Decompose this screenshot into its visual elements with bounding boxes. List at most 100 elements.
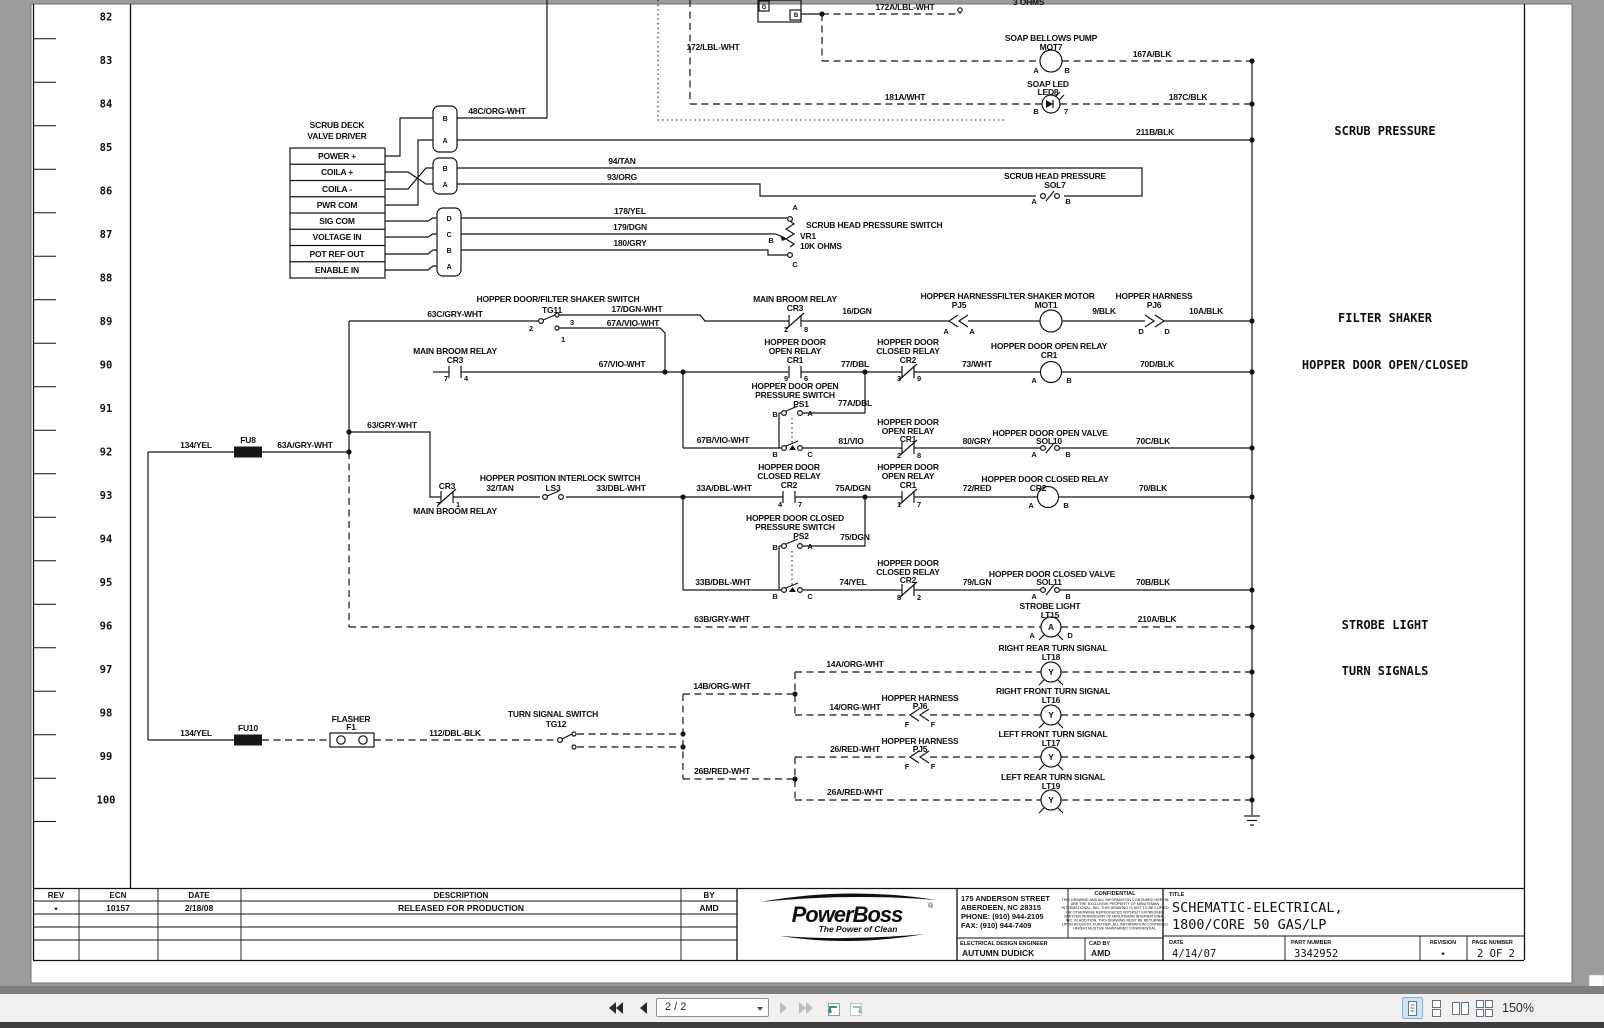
junction-dot [1249, 137, 1255, 143]
zone-number: 95 [100, 577, 113, 589]
zone-number: 82 [100, 12, 113, 24]
schematic-label: 26B/RED-WHT [694, 766, 751, 776]
schematic-label: 2 [897, 451, 901, 460]
schematic-label: A [1031, 197, 1037, 206]
logo-swoosh-top [760, 893, 936, 902]
schematic-label: 81/VIO [838, 436, 864, 446]
zone-number: 88 [100, 273, 113, 285]
schematic-label: A [943, 327, 949, 336]
wire [559, 314, 789, 322]
schematic-label: 179/DGN [613, 222, 647, 232]
schematic-label: A [807, 542, 813, 551]
lamp-letter: Y [1048, 710, 1054, 720]
schematic-label: B [772, 592, 778, 601]
schematic-label: 9 [917, 374, 921, 383]
schematic-label: 73/WHT [962, 359, 993, 369]
zone-number: 94 [100, 534, 113, 546]
page-dropdown-icon[interactable] [757, 1007, 763, 1011]
schematic-label: A [792, 203, 798, 212]
layout-continuous-facing-button[interactable] [1474, 997, 1495, 1019]
schematic-label: CR1 [900, 434, 917, 444]
schematic-label: 94/TAN [608, 156, 636, 166]
schematic-label: SCRUB DECK [310, 120, 366, 130]
junction-dot [1249, 58, 1255, 64]
schematic-label: SOL10 [1036, 436, 1062, 446]
engineer-label: ELECTRICAL DESIGN ENGINEER [960, 941, 1048, 947]
address-line-2: ABERDEEN, NC 28315 [961, 903, 1041, 912]
schematic-label: SOL7 [1044, 180, 1066, 190]
schematic-label: LT19 [1042, 781, 1061, 791]
previous-view-button[interactable] [822, 998, 844, 1018]
page-number-value: 2 OF 2 [1477, 948, 1515, 960]
previous-page-button[interactable] [632, 998, 654, 1018]
revision-table: REV ECN DATE DESCRIPTION BY * 10157 2/18… [33, 888, 738, 960]
wire [559, 327, 666, 372]
next-view-button[interactable] [846, 998, 868, 1018]
schematic-label: SCRUB HEAD PRESSURE SWITCH [806, 220, 943, 230]
zone-number: 83 [100, 55, 113, 67]
junction-dot [1249, 624, 1255, 630]
logo-tagline: The Power of Clean [819, 924, 898, 934]
first-page-button[interactable] [604, 998, 626, 1018]
schematic-label: COILA + [321, 167, 353, 177]
layout-continuous-button[interactable] [1426, 997, 1447, 1019]
schematic-label: B [1066, 376, 1072, 385]
junction-dot [1249, 712, 1255, 718]
scrollbar-corner[interactable] [1588, 974, 1604, 988]
schematic-label: 70B/BLK [1136, 577, 1171, 587]
schematic-label: TURN SIGNAL SWITCH [508, 709, 598, 719]
schematic-label: F [931, 762, 936, 771]
schematic-label: C [807, 592, 813, 601]
page-number-input[interactable]: 2 / 2 [656, 998, 769, 1017]
schematic-label: 7 [798, 500, 802, 509]
wire [657, 0, 1007, 121]
schematic-label: B [772, 410, 778, 419]
layout-single-page-button[interactable] [1402, 997, 1423, 1019]
schematic-label: 70D/BLK [1140, 359, 1175, 369]
junction-dot [680, 369, 686, 375]
chevL-symbol [908, 750, 930, 764]
schematic-label: 14/ORG-WHT [829, 702, 881, 712]
wire [385, 249, 437, 255]
schematic-label: A [969, 327, 975, 336]
schematic-label: 17/DGN-WHT [612, 304, 664, 314]
schematic-label: 8 [897, 593, 901, 602]
layout-facing-button[interactable] [1450, 997, 1471, 1019]
schematic-label: SOL11 [1036, 577, 1062, 587]
address-line-3: PHONE: (910) 944-2105 [961, 912, 1044, 921]
schematic-label: B [794, 13, 799, 19]
schematic-label: 134/YEL [180, 728, 212, 738]
schematic-label: 63/GRY-WHT [367, 420, 418, 430]
schematic-label: VOLTAGE IN [313, 232, 362, 242]
schematic-label: D [447, 216, 452, 223]
schematic-label: PJ6 [913, 701, 928, 711]
last-page-button[interactable] [796, 998, 818, 1018]
schematic-label: 1 [456, 500, 460, 509]
cad-by-label: CAD BY [1089, 941, 1110, 947]
first-page-icon [609, 1002, 623, 1014]
schematic-label: 67B/VIO-WHT [697, 435, 751, 445]
schematic-label: B [443, 116, 448, 123]
next-page-button[interactable] [773, 998, 795, 1018]
zone-number: 93 [100, 490, 113, 502]
zone-number: 97 [100, 664, 113, 676]
part-number-label: PART NUMBER [1291, 940, 1331, 946]
schematic-label: POT REF OUT [310, 249, 366, 259]
zone-number: 92 [100, 447, 113, 459]
schematic-label: 63C/GRY-WHT [427, 309, 484, 319]
wire [385, 167, 433, 190]
schematic-label: 8 [804, 325, 808, 334]
wire [457, 167, 1143, 197]
schematic-label: HOPPER DOOR CLOSED RELAY [981, 474, 1109, 484]
schematic-label: 75A/DGN [835, 483, 871, 493]
term-symbol [957, 7, 963, 13]
zone-number: 91 [100, 403, 113, 415]
wires [147, 0, 1253, 815]
confidential-text: THIS DRAWING AND ALL INFORMATION CONTAIN… [1061, 898, 1168, 931]
schematic-label: SOAP LED [1027, 79, 1069, 89]
schematic-label: CLOSED RELAY [757, 471, 821, 481]
title-block: REV ECN DATE DESCRIPTION BY * 10157 2/18… [33, 887, 1524, 962]
zone-number: 87 [100, 229, 113, 241]
schematic-label: 93/ORG [607, 172, 638, 182]
schematic-label: LT18 [1042, 652, 1061, 662]
